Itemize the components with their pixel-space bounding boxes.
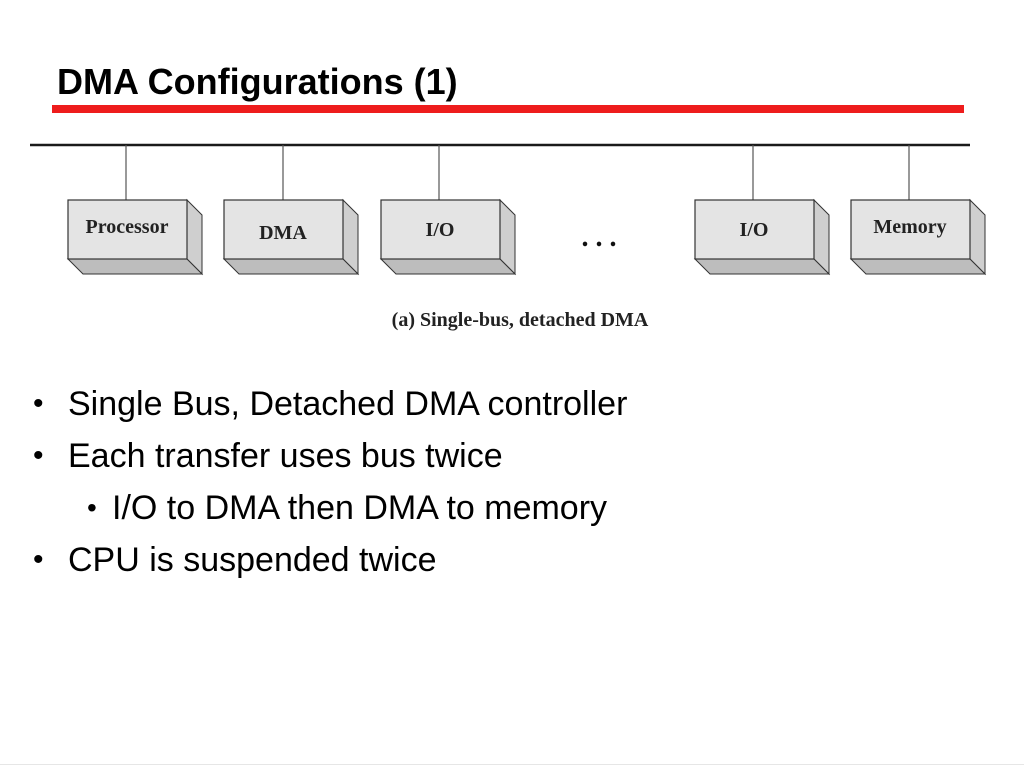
module-io: I/O <box>379 198 517 276</box>
bullet-item: • Each transfer uses bus twice <box>0 430 1024 482</box>
title-underline <box>52 105 964 113</box>
bullet-text: I/O to DMA then DMA to memory <box>112 489 608 527</box>
module-processor: Processor <box>66 198 204 276</box>
bullet-text: CPU is suspended twice <box>68 541 437 579</box>
diagram-caption: (a) Single-bus, detached DMA <box>392 309 649 331</box>
bullet-marker: • <box>87 492 97 523</box>
module-label: Processor <box>86 216 169 238</box>
bullet-marker: • <box>33 387 44 420</box>
bus-diagram: Processor DMA I/O . . . I/O Memory (a) S… <box>30 143 987 331</box>
bullet-item: • CPU is suspended twice <box>0 534 1024 586</box>
title-underline-bar <box>52 105 964 113</box>
module-label: I/O <box>740 219 769 241</box>
bullet-marker: • <box>33 543 44 576</box>
bullet-text: Single Bus, Detached DMA controller <box>68 385 628 423</box>
slide-bottom-border <box>0 764 1024 765</box>
module-label: I/O <box>426 219 455 241</box>
slide-title: DMA Configurations (1) <box>57 61 458 102</box>
bullet-text: Each transfer uses bus twice <box>68 437 503 475</box>
module-label: Memory <box>873 216 946 238</box>
sub-bullet-item: • I/O to DMA then DMA to memory <box>0 482 1024 534</box>
bullet-list: • Single Bus, Detached DMA controller • … <box>0 378 1024 586</box>
ellipsis: . . . <box>582 222 617 253</box>
bullet-marker: • <box>33 439 44 472</box>
bullet-item: • Single Bus, Detached DMA controller <box>0 378 1024 430</box>
module-dma: DMA <box>222 198 360 276</box>
module-io: I/O <box>693 198 831 276</box>
module-label: DMA <box>259 222 307 244</box>
module-memory: Memory <box>849 198 987 276</box>
